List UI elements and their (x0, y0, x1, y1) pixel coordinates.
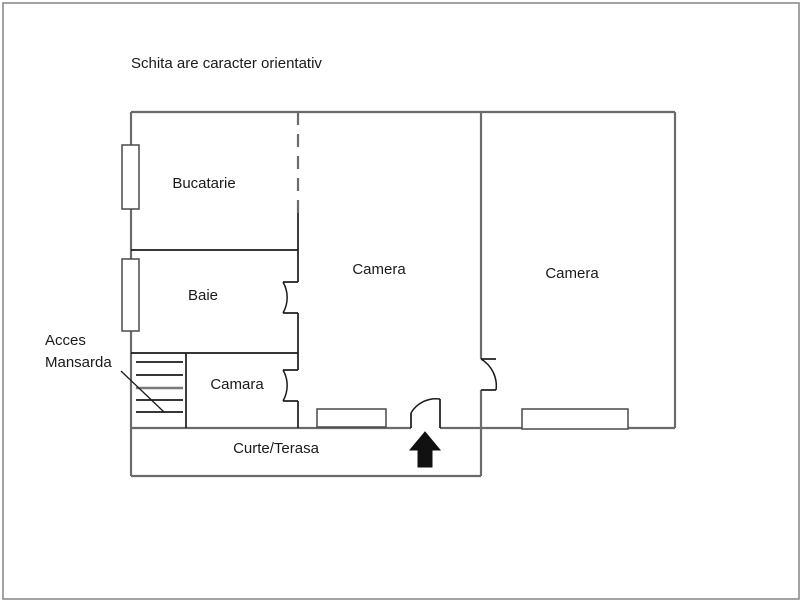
window-camera-right-south (521, 408, 629, 430)
window-camera-left-south (316, 408, 387, 428)
room-label-camera-left: Camera (352, 261, 406, 278)
room-label-bucatarie: Bucatarie (172, 175, 235, 192)
window-baie-west (121, 258, 140, 332)
door-camara (282, 369, 298, 402)
sketch-notice: Schita are caracter orientativ (131, 55, 322, 72)
room-label-curte-terasa: Curte/Terasa (233, 440, 320, 457)
annotation-acces-line2: Mansarda (45, 354, 112, 371)
entrance-direction-arrow (408, 431, 442, 468)
door-camera-right (480, 358, 498, 391)
annotation-acces-line1: Acces (45, 332, 86, 349)
room-label-camera-right: Camera (545, 265, 599, 282)
door-entrance (410, 397, 441, 428)
acces-mansarda-leader-line (120, 370, 165, 413)
room-label-camara: Camara (210, 376, 264, 393)
stairs-acces-mansarda (136, 361, 183, 413)
window-bucatarie-west (121, 144, 140, 210)
room-label-baie: Baie (188, 287, 218, 304)
door-baie (282, 281, 298, 314)
